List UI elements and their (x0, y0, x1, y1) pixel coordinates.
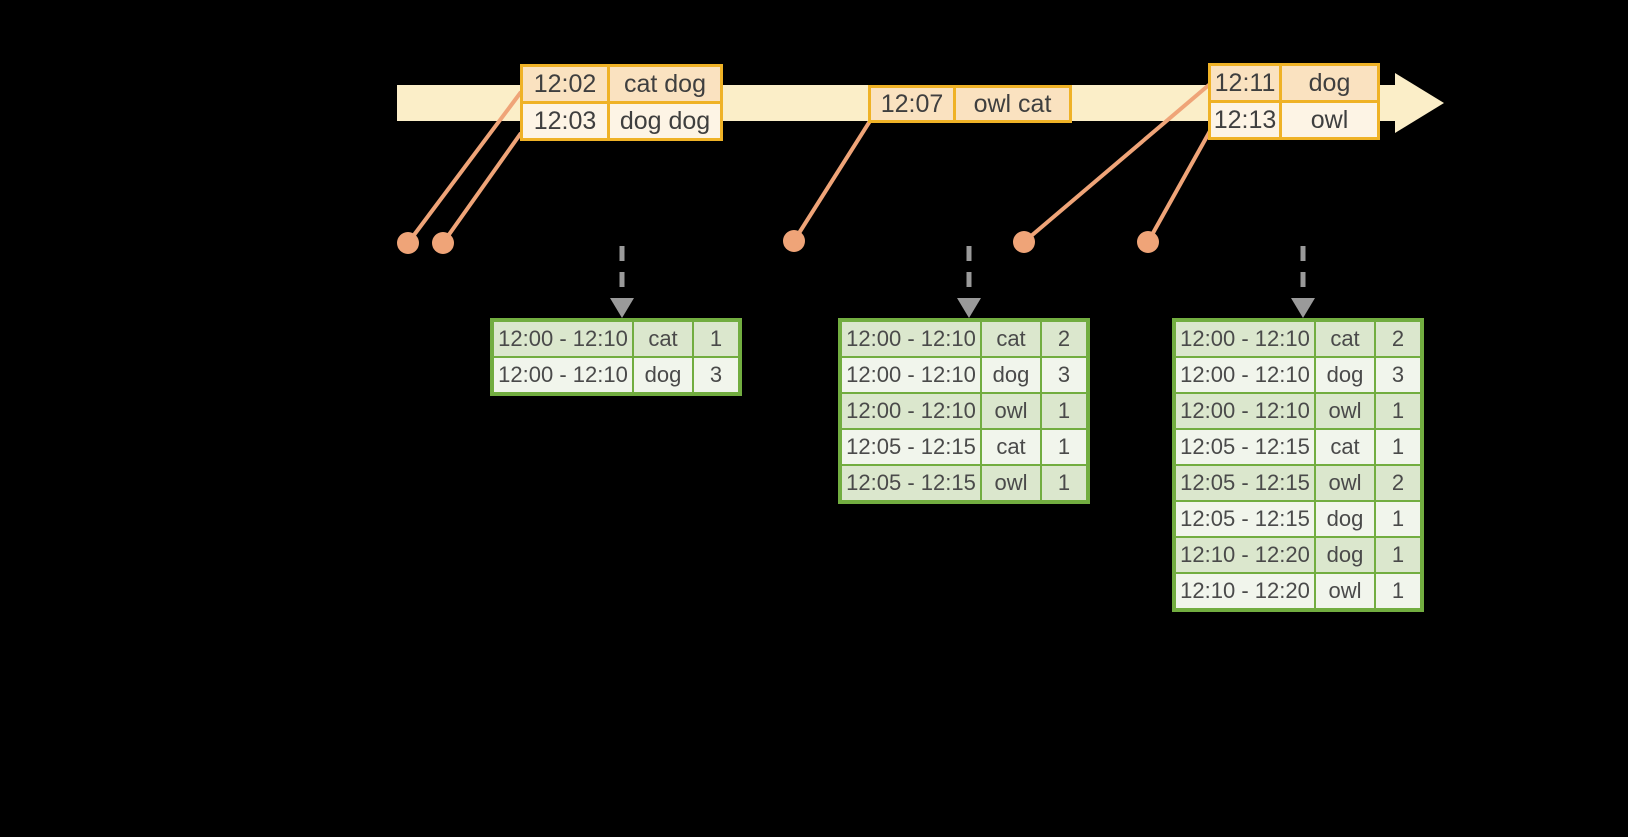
event-dot (1013, 231, 1035, 253)
table-cell: 1 (1376, 538, 1420, 572)
table-cell: 1 (1376, 574, 1420, 608)
table-cell: 12:00 - 12:10 (1176, 358, 1314, 392)
table-cell: dog dog (610, 104, 720, 138)
table-cell: dog (1316, 538, 1374, 572)
table-cell: owl (982, 466, 1040, 500)
event-dots (397, 230, 1159, 254)
table-cell: 12:00 - 12:10 (1176, 394, 1314, 428)
table-cell: 12:13 (1211, 103, 1279, 137)
table-cell: 2 (1042, 322, 1086, 356)
table-cell: 1 (1376, 502, 1420, 536)
table-cell: 12:11 (1211, 66, 1279, 100)
table-cell: 12:00 - 12:10 (842, 358, 980, 392)
table-cell: owl (1316, 394, 1374, 428)
event-connector-line (792, 119, 872, 243)
table-cell: 12:00 - 12:10 (842, 322, 980, 356)
table-cell: 3 (1042, 358, 1086, 392)
table-cell: cat dog (610, 67, 720, 101)
table-cell: dog (1316, 502, 1374, 536)
table-cell: 12:05 - 12:15 (842, 466, 980, 500)
table-cell: owl (1316, 574, 1374, 608)
table-cell: cat (634, 322, 692, 356)
table-cell: 12:05 - 12:15 (842, 430, 980, 464)
event-connector-line (441, 131, 523, 245)
event-dot (783, 230, 805, 252)
table-cell: 12:07 (871, 88, 953, 120)
event-dot (432, 232, 454, 254)
trigger-arrowhead-icon (957, 298, 981, 318)
trigger-arrowhead-icon (610, 298, 634, 318)
table-cell: 1 (1376, 394, 1420, 428)
table-cell: cat (1316, 322, 1374, 356)
table-cell: owl (1282, 103, 1377, 137)
table-cell: cat (1316, 430, 1374, 464)
table-cell: dog (634, 358, 692, 392)
table-cell: 1 (694, 322, 738, 356)
table-cell: 12:00 - 12:10 (494, 358, 632, 392)
table-cell: 12:02 (523, 67, 607, 101)
table-cell: dog (1282, 66, 1377, 100)
table-cell: owl cat (956, 88, 1069, 120)
table-cell: owl (1316, 466, 1374, 500)
event-connector-line (1022, 82, 1212, 244)
table-cell: owl (982, 394, 1040, 428)
table-cell: 1 (1042, 430, 1086, 464)
table-cell: 12:05 - 12:15 (1176, 430, 1314, 464)
table-cell: 2 (1376, 322, 1420, 356)
table-cell: 12:05 - 12:15 (1176, 466, 1314, 500)
table-cell: 1 (1376, 430, 1420, 464)
table-cell: cat (982, 322, 1040, 356)
table-cell: 2 (1376, 466, 1420, 500)
table-cell: 12:10 - 12:20 (1176, 538, 1314, 572)
table-cell: cat (982, 430, 1040, 464)
table-cell: dog (1316, 358, 1374, 392)
table-cell: 12:03 (523, 104, 607, 138)
table-cell: 12:00 - 12:10 (842, 394, 980, 428)
event-connector-line (406, 90, 523, 245)
event-dot (397, 232, 419, 254)
event-connector-line (1146, 130, 1212, 243)
table-cell: 12:05 - 12:15 (1176, 502, 1314, 536)
table-cell: 1 (1042, 466, 1086, 500)
table-cell: 12:00 - 12:10 (1176, 322, 1314, 356)
table-cell: 12:10 - 12:20 (1176, 574, 1314, 608)
event-dot (1137, 231, 1159, 253)
trigger-arrows (610, 246, 1315, 318)
stream-arrowhead-icon (1395, 73, 1444, 133)
table-cell: 12:00 - 12:10 (494, 322, 632, 356)
table-cell: 3 (694, 358, 738, 392)
trigger-arrowhead-icon (1291, 298, 1315, 318)
table-cell: 1 (1042, 394, 1086, 428)
event-connector-lines (406, 82, 1212, 245)
table-cell: 3 (1376, 358, 1420, 392)
table-cell: dog (982, 358, 1040, 392)
